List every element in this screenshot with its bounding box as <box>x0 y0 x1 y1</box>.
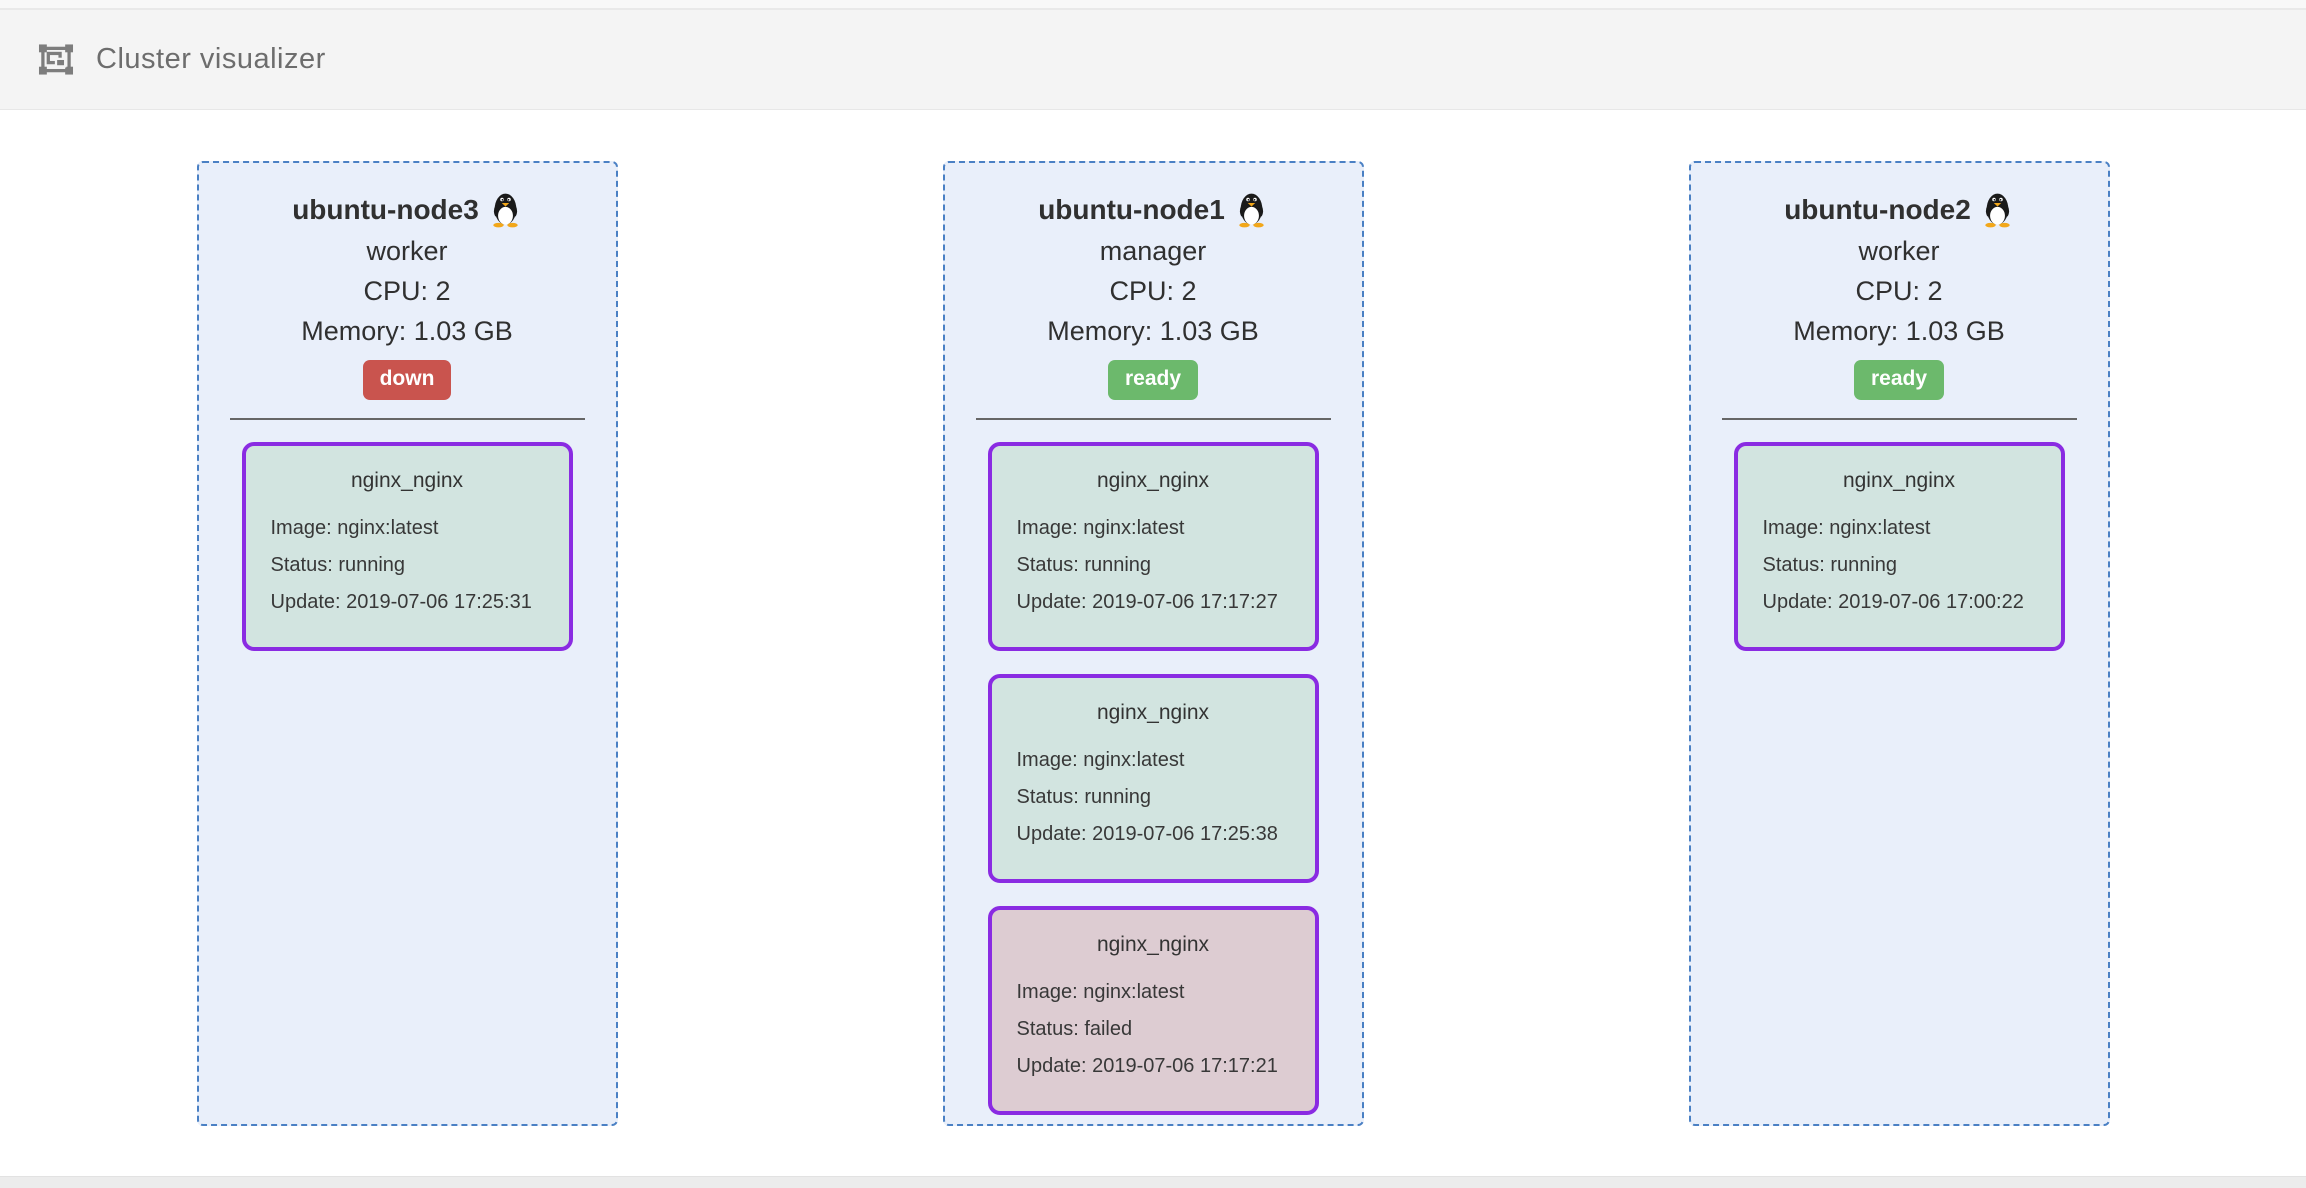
container-title: nginx_nginx <box>1096 469 1210 492</box>
nodes-row: ubuntu-node3 worker CPU: 2 Memory: 1.03 … <box>0 161 2306 1126</box>
container-title: nginx_nginx <box>1842 469 1956 492</box>
page-bottom-strip <box>0 1176 2306 1188</box>
container-title: nginx_nginx <box>1096 701 1210 724</box>
node-role: manager <box>1099 236 1207 266</box>
container-status: Status: failed <box>1016 1018 1133 1040</box>
node-name-label: ubuntu-node2 <box>1784 194 1971 225</box>
node-cpu: CPU: 2 <box>1855 276 1943 306</box>
container-card: nginx_nginx Image: nginx:latest Status: … <box>1733 442 2065 651</box>
container-image: Image: nginx:latest <box>1762 517 1931 539</box>
linux-penguin-icon <box>1239 193 1264 228</box>
page-top-strip <box>0 0 2306 10</box>
node-cpu: CPU: 2 <box>1109 276 1197 306</box>
container-status: Status: running <box>270 554 406 576</box>
container-title: nginx_nginx <box>1096 933 1210 956</box>
node-divider <box>229 418 585 420</box>
container-image: Image: nginx:latest <box>270 517 439 539</box>
container-status: Status: running <box>1016 554 1152 576</box>
node-status-badge: ready <box>1107 360 1199 400</box>
node-divider <box>975 418 1331 420</box>
container-image: Image: nginx:latest <box>1016 749 1185 771</box>
container-card: nginx_nginx Image: nginx:latest Status: … <box>987 442 1319 651</box>
container-status: Status: running <box>1016 786 1152 808</box>
node-name: ubuntu-node1 <box>1038 189 1268 231</box>
container-list: nginx_nginx Image: nginx:latest Status: … <box>1733 442 2065 651</box>
container-image: Image: nginx:latest <box>1016 517 1185 539</box>
container-card: nginx_nginx Image: nginx:latest Status: … <box>987 674 1319 883</box>
container-image: Image: nginx:latest <box>1016 981 1185 1003</box>
node-role: worker <box>1858 236 1940 266</box>
container-update: Update: 2019-07-06 17:25:38 <box>1016 823 1278 845</box>
node-memory: Memory: 1.03 GB <box>1793 316 2005 346</box>
node-divider <box>1721 418 2077 420</box>
object-group-icon <box>38 43 74 76</box>
node-name: ubuntu-node2 <box>1784 189 2014 231</box>
node-name-label: ubuntu-node3 <box>292 194 479 225</box>
linux-penguin-icon <box>493 193 518 228</box>
container-title: nginx_nginx <box>350 469 464 492</box>
node-card: ubuntu-node1 manager CPU: 2 Memory: 1.03… <box>942 161 1364 1126</box>
node-card: ubuntu-node3 worker CPU: 2 Memory: 1.03 … <box>196 161 618 1126</box>
container-update: Update: 2019-07-06 17:25:31 <box>270 591 532 613</box>
cluster-canvas: ubuntu-node3 worker CPU: 2 Memory: 1.03 … <box>0 110 2306 1176</box>
node-name-label: ubuntu-node1 <box>1038 194 1225 225</box>
container-list: nginx_nginx Image: nginx:latest Status: … <box>987 442 1319 1115</box>
container-list: nginx_nginx Image: nginx:latest Status: … <box>241 442 573 651</box>
container-card: nginx_nginx Image: nginx:latest Status: … <box>987 906 1319 1115</box>
container-update: Update: 2019-07-06 17:00:22 <box>1762 591 2024 613</box>
node-status-badge: ready <box>1853 360 1945 400</box>
container-update: Update: 2019-07-06 17:17:27 <box>1016 591 1278 613</box>
node-role: worker <box>366 236 448 266</box>
container-card: nginx_nginx Image: nginx:latest Status: … <box>241 442 573 651</box>
node-card: ubuntu-node2 worker CPU: 2 Memory: 1.03 … <box>1688 161 2110 1126</box>
container-status: Status: running <box>1762 554 1898 576</box>
page-title: Cluster visualizer <box>96 43 326 75</box>
linux-penguin-icon <box>1985 193 2010 228</box>
container-update: Update: 2019-07-06 17:17:21 <box>1016 1055 1278 1077</box>
node-memory: Memory: 1.03 GB <box>301 316 513 346</box>
node-name: ubuntu-node3 <box>292 189 522 231</box>
node-memory: Memory: 1.03 GB <box>1047 316 1259 346</box>
app-header: Cluster visualizer <box>0 10 2306 110</box>
node-cpu: CPU: 2 <box>363 276 451 306</box>
node-status-badge: down <box>362 360 452 400</box>
